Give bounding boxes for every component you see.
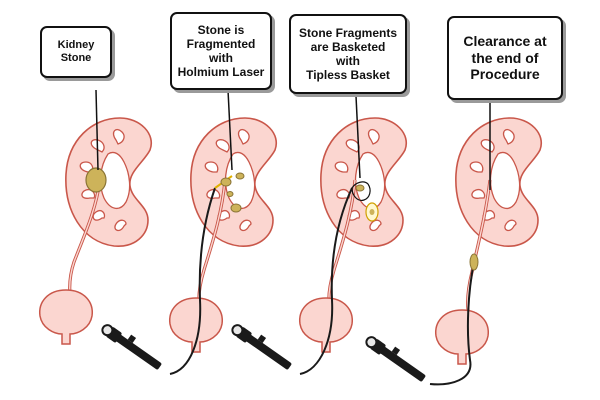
kidney-stone-icon xyxy=(85,167,107,193)
tipless-basket-icon xyxy=(351,181,379,222)
panel-2-illustration xyxy=(98,89,278,375)
panel-1-illustration xyxy=(38,89,153,345)
ureteroscope-icon xyxy=(362,330,431,385)
ureteroscope-icon xyxy=(98,318,167,373)
panel-3-illustration xyxy=(228,95,408,375)
extracted-fragment-icon xyxy=(469,253,479,271)
panel-4-illustration xyxy=(362,100,543,386)
callout-basket-extraction: Stone Fragments are Basketed with Tiples… xyxy=(289,14,407,94)
ureteroscope-icon xyxy=(228,318,297,373)
callout-stone-clearance: Clearance at the end of Procedure xyxy=(447,16,563,100)
callout-laser-fragmentation: Stone is Fragmented with Holmium Laser xyxy=(170,12,272,90)
stone-fragments-icon xyxy=(220,172,245,213)
callout-kidney-stone: Kidney Stone xyxy=(40,26,112,78)
